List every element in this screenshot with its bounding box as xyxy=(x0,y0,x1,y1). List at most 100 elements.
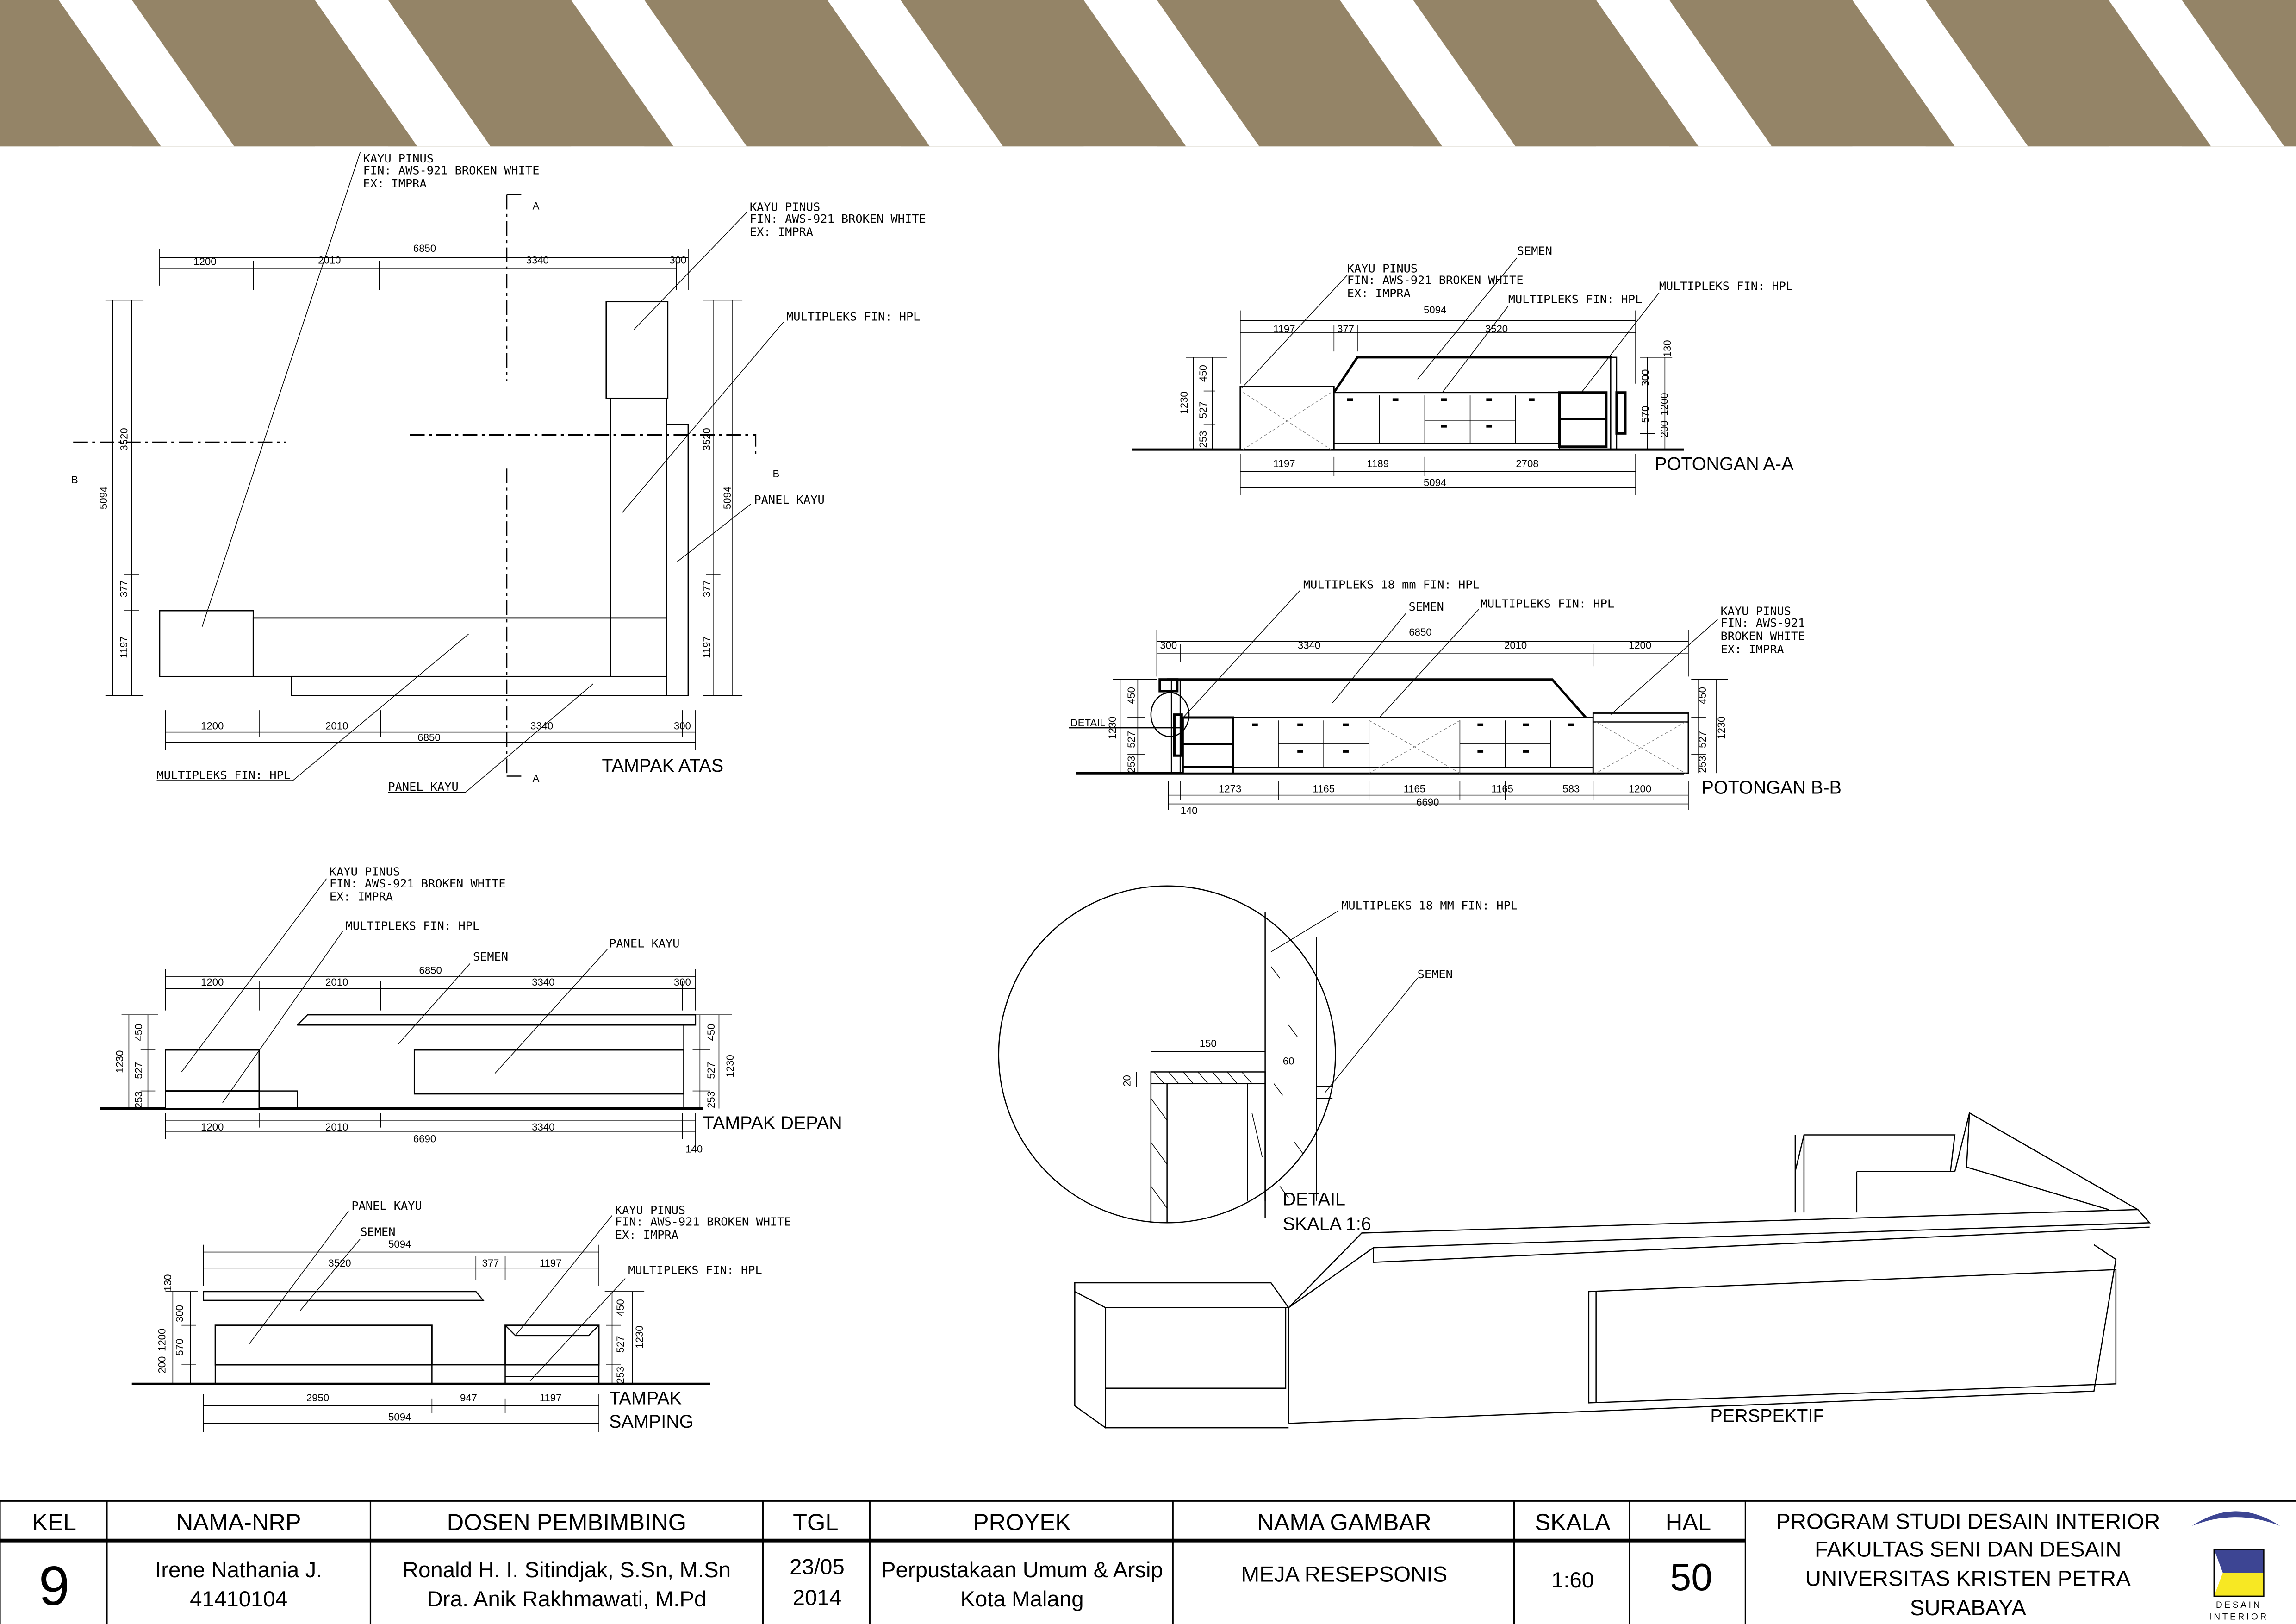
material-label: SEMEN xyxy=(1418,968,1453,981)
dimension-value: 2010 xyxy=(325,720,348,731)
material-label: KAYU PINUS xyxy=(750,200,820,214)
material-label: FIN: AWS-921 BROKEN WHITE xyxy=(615,1215,791,1229)
dimension-value: 140 xyxy=(1181,805,1198,817)
institution-line: PROGRAM STUDI DESAIN INTERIOR xyxy=(1776,1509,2160,1534)
dimension-value: 300 xyxy=(674,720,691,731)
dimension-value: 450 xyxy=(1697,687,1708,704)
dimension-value: 527 xyxy=(1697,731,1708,748)
dimension-value: 1230 xyxy=(114,1050,125,1073)
dimension-value: 5094 xyxy=(1424,304,1446,316)
dimension-value: 3520 xyxy=(1485,323,1508,335)
dimension-value: 1200 xyxy=(1629,783,1651,794)
dimension-value: 2010 xyxy=(325,1121,348,1133)
dimension-value: 5094 xyxy=(722,487,733,509)
dimension-value: 20 xyxy=(1121,1075,1133,1087)
material-label: EX: IMPRA xyxy=(615,1228,678,1242)
view-title: TAMPAK ATAS xyxy=(602,756,723,776)
dimension-value: 527 xyxy=(1126,731,1137,748)
dimension-value: 450 xyxy=(133,1024,144,1041)
section-mark: A xyxy=(533,773,540,784)
dimension-value: 1230 xyxy=(724,1055,736,1077)
title-block-header: DOSEN PEMBIMBING xyxy=(447,1509,686,1536)
material-label: KAYU PINUS xyxy=(1347,262,1418,275)
title-block-header: NAMA-NRP xyxy=(176,1509,301,1536)
dimension-value: 1200 xyxy=(156,1329,168,1351)
material-label: MULTIPLEKS FIN: HPL xyxy=(786,310,920,324)
dimension-value: 527 xyxy=(1197,401,1209,418)
dimension-value: 570 xyxy=(1640,406,1651,423)
dimension-value: 130 xyxy=(162,1274,174,1292)
dimension-value: 2010 xyxy=(1504,639,1527,651)
material-label: EX: IMPRA xyxy=(1721,643,1784,656)
material-label: KAYU PINUS xyxy=(363,152,434,165)
dimension-value: 527 xyxy=(133,1062,144,1079)
material-label: MULTIPLEKS FIN: HPL xyxy=(1481,597,1614,611)
material-label: MULTIPLEKS FIN: HPL xyxy=(157,768,291,782)
dimension-value: 450 xyxy=(615,1299,626,1316)
advisor-2: Dra. Anik Rakhmawati, M.Pd xyxy=(427,1587,707,1612)
material-label: MULTIPLEKS 18 mm FIN: HPL xyxy=(1303,578,1480,592)
student-nrp: 41410104 xyxy=(190,1587,287,1612)
material-label: PANEL KAYU xyxy=(351,1199,422,1212)
material-label: PANEL KAYU xyxy=(609,937,679,950)
dimension-value: 300 xyxy=(674,976,691,988)
dimension-value: 5094 xyxy=(388,1238,411,1250)
view-title: PERSPEKTIF xyxy=(1710,1405,1824,1426)
dimension-value: 3340 xyxy=(532,976,554,988)
dimension-value: 300 xyxy=(669,254,686,266)
dimension-value: 570 xyxy=(174,1339,185,1356)
perspektif-drawing xyxy=(1074,1112,2151,1429)
tampak-depan-drawing xyxy=(100,878,732,1150)
title-block-header: KEL xyxy=(32,1509,76,1536)
dimension-value: 6850 xyxy=(413,243,436,254)
dimension-value: 1200 xyxy=(201,1121,224,1133)
title-block-header: HAL xyxy=(1666,1509,1711,1536)
dimension-value: 377 xyxy=(482,1257,499,1269)
dimension-value: 2010 xyxy=(318,254,341,266)
project-name: Perpustakaan Umum & Arsip xyxy=(881,1558,1163,1582)
date-day-month: 23/05 xyxy=(790,1555,845,1579)
page-number: 50 xyxy=(1670,1556,1713,1599)
drawing-name: MEJA RESEPSONIS xyxy=(1241,1562,1448,1587)
dimension-value: 1273 xyxy=(1219,783,1241,794)
dimension-value: 2950 xyxy=(306,1392,329,1404)
title-block-header: TGL xyxy=(793,1509,838,1536)
material-label: FIN: AWS-921 BROKEN WHITE xyxy=(750,212,926,225)
dimension-value: 450 xyxy=(1126,687,1137,704)
dimension-value: 253 xyxy=(1197,431,1209,448)
advisor-1: Ronald H. I. Sitindjak, S.Sn, M.Sn xyxy=(403,1558,731,1582)
dimension-value: 130 xyxy=(1661,340,1673,357)
view-title: DETAIL xyxy=(1283,1189,1345,1209)
dimension-value: 2708 xyxy=(1516,458,1538,469)
project-city: Kota Malang xyxy=(960,1587,1083,1612)
dimension-value: 1165 xyxy=(1491,783,1513,794)
dimension-value: 1230 xyxy=(1716,717,1727,739)
dimension-value: 5094 xyxy=(388,1411,411,1423)
material-label: EX: IMPRA xyxy=(363,177,427,190)
dimension-value: 3520 xyxy=(701,428,712,450)
dimension-value: 5094 xyxy=(1424,477,1446,488)
dimension-value: 300 xyxy=(1160,639,1177,651)
dimension-value: 2010 xyxy=(325,976,348,988)
dimension-value: 5094 xyxy=(98,487,109,509)
view-title: SKALA 1:6 xyxy=(1283,1214,1371,1234)
material-label: MULTIPLEKS FIN: HPL xyxy=(628,1263,762,1277)
dimension-value: 3340 xyxy=(1298,639,1320,651)
detail-drawing xyxy=(998,885,1418,1224)
material-label: FIN: AWS-921 BROKEN WHITE xyxy=(363,163,540,177)
dimension-value: 3340 xyxy=(526,254,549,266)
dimension-value: 527 xyxy=(705,1062,717,1079)
section-mark: B xyxy=(772,468,779,480)
dimension-value: 253 xyxy=(1697,756,1708,773)
material-label: KAYU PINUS xyxy=(330,865,400,879)
institution-line: SURABAYA xyxy=(1910,1596,2027,1620)
view-title: TAMPAK DEPAN xyxy=(703,1113,842,1133)
logo-text: INTERIOR xyxy=(2209,1612,2269,1622)
material-label: MULTIPLEKS FIN: HPL xyxy=(1659,279,1793,293)
material-label: EX: IMPRA xyxy=(750,225,813,238)
dimension-value: 6690 xyxy=(1416,796,1439,808)
material-label: EX: IMPRA xyxy=(330,890,393,903)
dimension-value: 200 xyxy=(156,1356,168,1374)
dimension-value: 6850 xyxy=(1409,626,1431,638)
